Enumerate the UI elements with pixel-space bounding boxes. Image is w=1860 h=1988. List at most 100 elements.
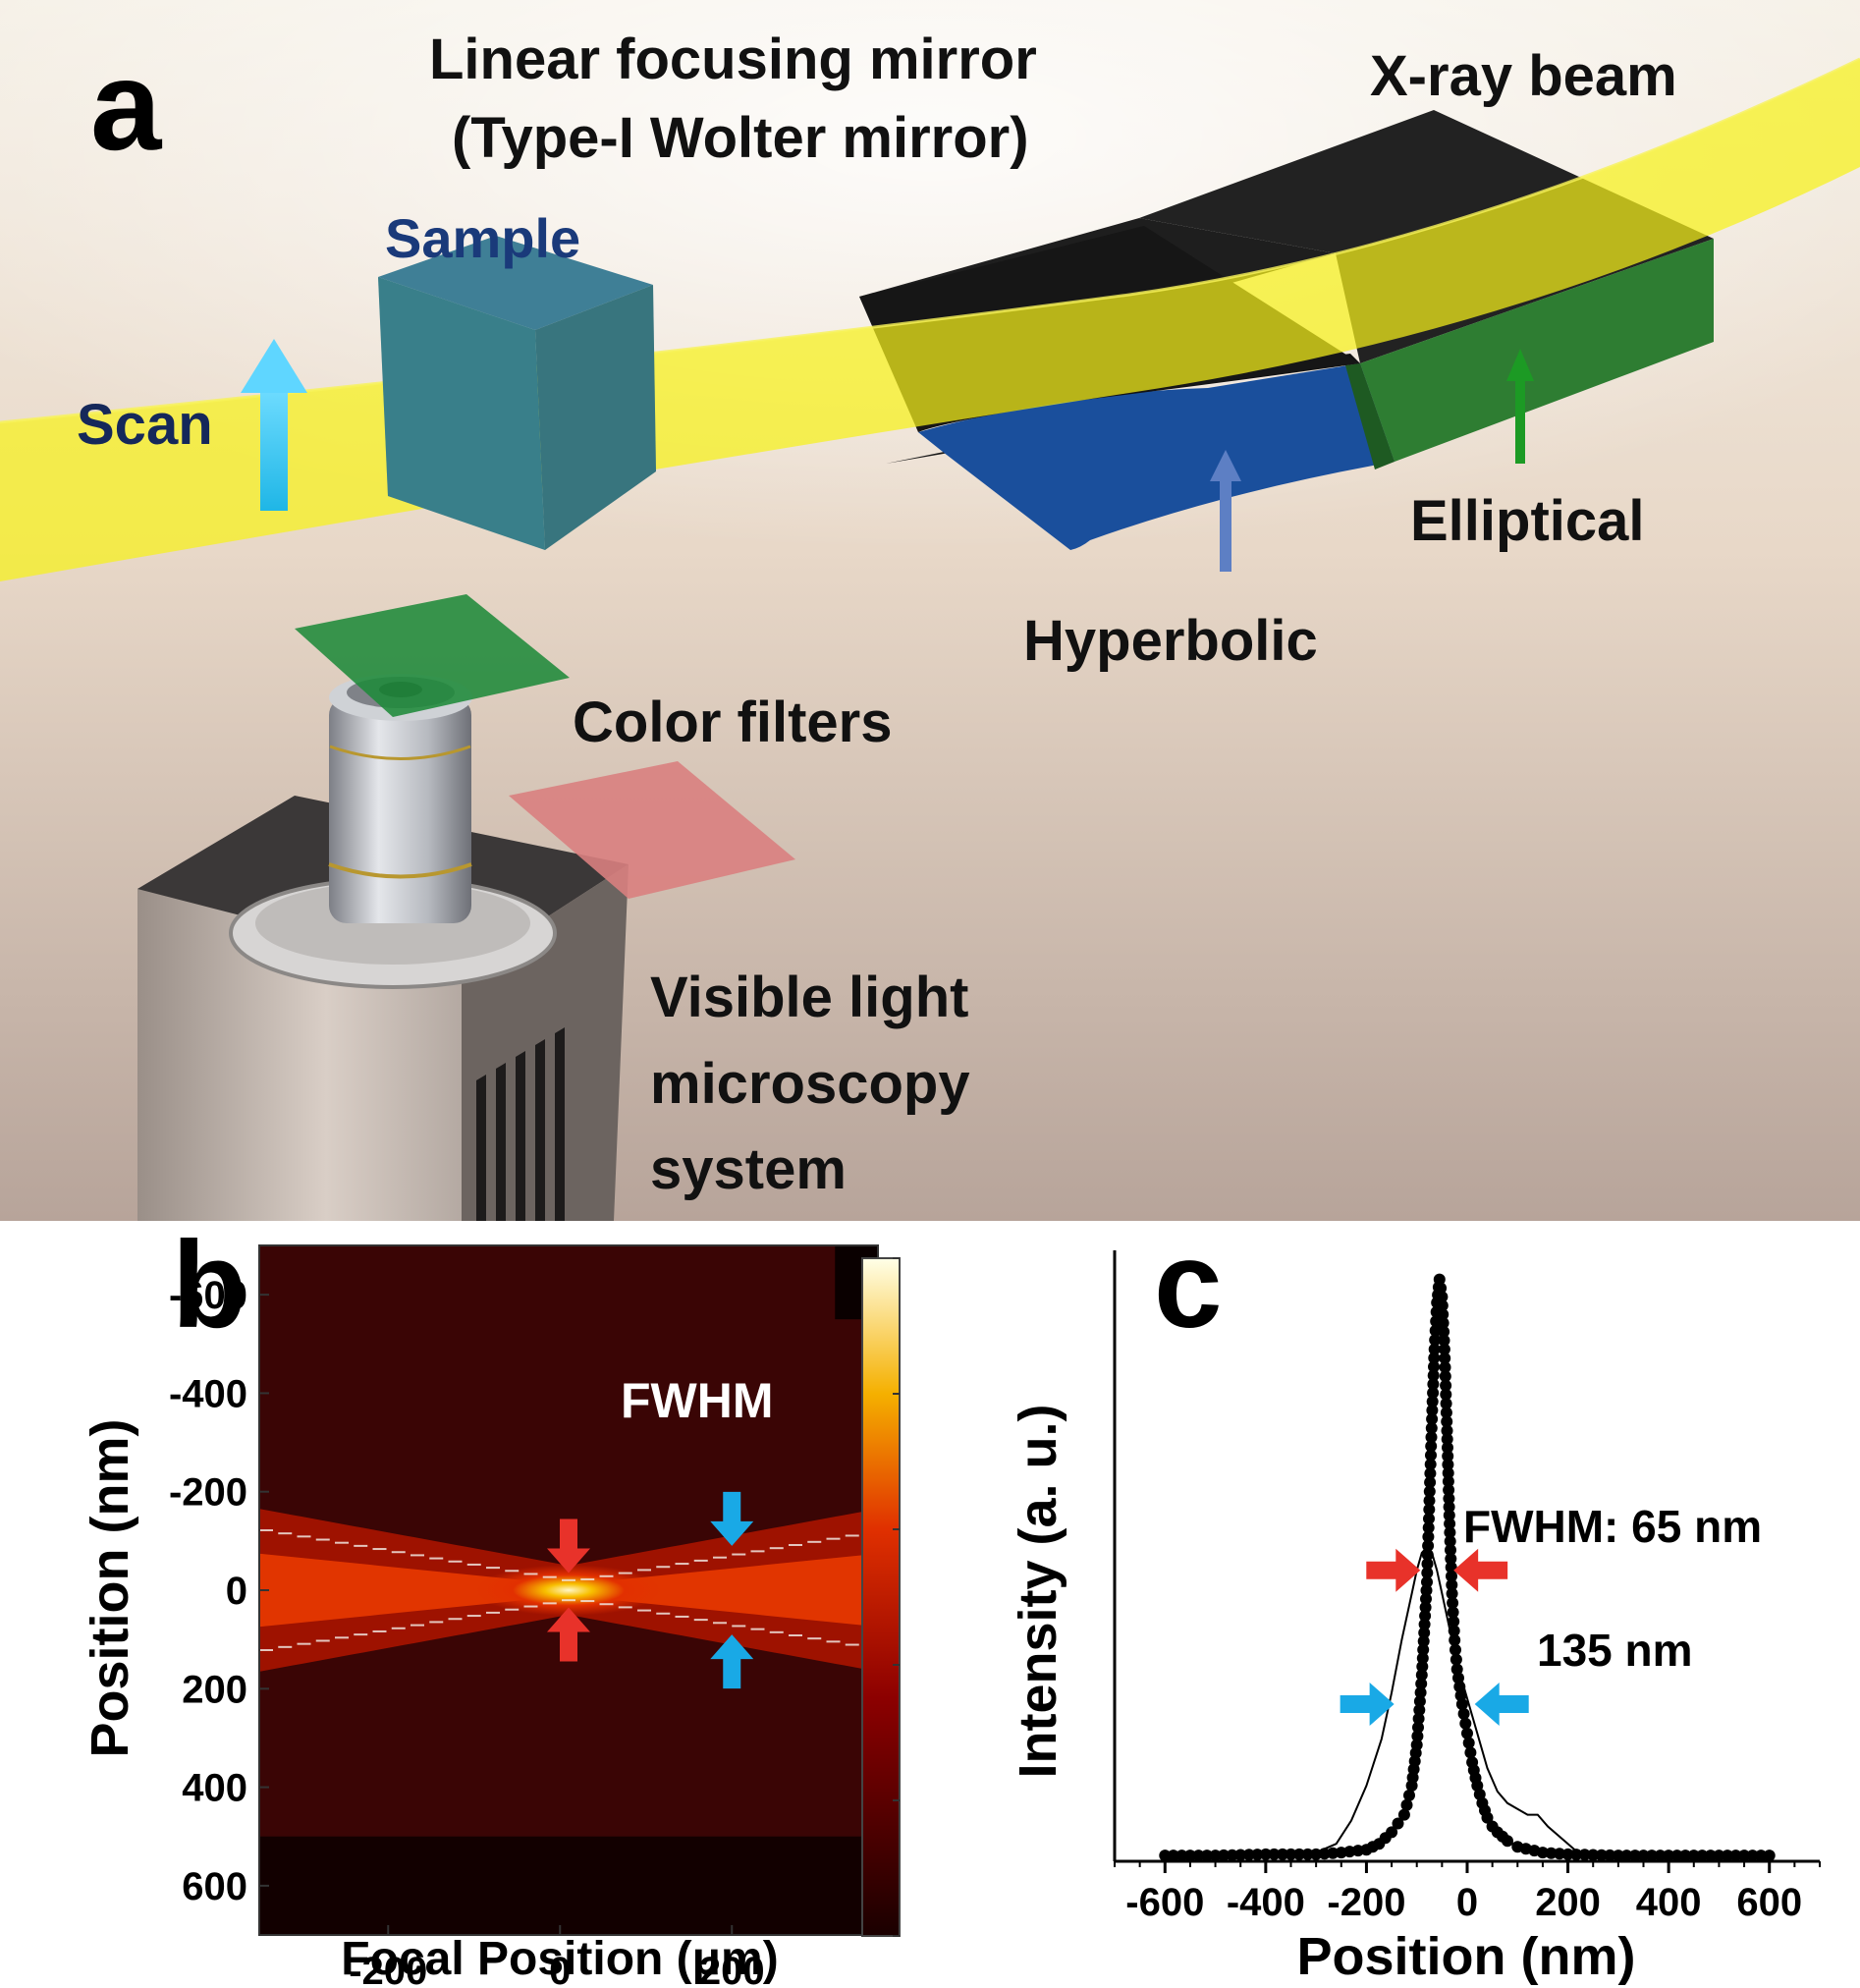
red-filter (509, 761, 795, 899)
series-marker (1440, 1379, 1452, 1392)
series-marker (1447, 1597, 1459, 1609)
series-marker (1439, 1361, 1451, 1374)
scan-label: Scan (77, 393, 213, 457)
series-marker (1415, 1669, 1428, 1682)
series-marker (1442, 1450, 1454, 1463)
b-xlabel: Focal Position (μm) (341, 1933, 778, 1985)
b-xtick-label: -200 (349, 1950, 427, 1988)
c-xtick-label: 600 (1736, 1881, 1802, 1924)
series-marker (1400, 1798, 1413, 1811)
series-marker (1443, 1509, 1455, 1521)
panel-b-letter: b (172, 1221, 246, 1353)
colorbar (861, 1257, 901, 1937)
c-xtick-label: 200 (1535, 1881, 1601, 1924)
series-marker (1424, 1458, 1437, 1470)
series-marker (1416, 1652, 1429, 1665)
series-marker (1414, 1686, 1427, 1699)
heatmap-dark-bottom (259, 1836, 878, 1935)
cyan-arrow-right (1474, 1683, 1529, 1727)
series-marker (1441, 1433, 1453, 1446)
series-marker (1426, 1396, 1439, 1408)
c-xtick-label: -400 (1227, 1881, 1305, 1924)
series-marker (1427, 1369, 1440, 1382)
focus-spot (475, 1565, 662, 1616)
b-ylabel: Position (nm) (81, 1419, 139, 1758)
fwhm-annotation: FWHM (621, 1373, 774, 1428)
series-marker (1440, 1407, 1452, 1419)
series-marker (1447, 1606, 1459, 1619)
series-marker (1536, 1847, 1549, 1859)
series-marker (1425, 1422, 1438, 1434)
series-marker (1435, 1282, 1448, 1295)
series-marker (1392, 1817, 1404, 1830)
series-marker (1443, 1492, 1455, 1505)
series-marker (1578, 1849, 1591, 1861)
b-ytick-label: 0 (226, 1570, 247, 1613)
series-marker (1418, 1618, 1431, 1630)
b-xtick-label: 0 (549, 1950, 571, 1988)
red-arrow-top (547, 1519, 590, 1574)
series-marker (1427, 1378, 1440, 1391)
series-marker (1327, 1847, 1340, 1859)
series-marker (1418, 1627, 1431, 1639)
series-marker (1421, 1575, 1433, 1588)
series-marker (1436, 1299, 1449, 1312)
series-marker (1438, 1343, 1450, 1355)
series-marker (1441, 1424, 1453, 1437)
c-xtick-label: 0 (1456, 1881, 1478, 1924)
scan-arrow (241, 339, 307, 511)
fwhm-135-label: 135 nm (1537, 1625, 1693, 1676)
sample-label: Sample (385, 207, 580, 269)
mirror-label-line1: Linear focusing mirror (429, 28, 1037, 91)
mirror-label-line2: (Type-I Wolter mirror) (452, 106, 1029, 170)
red-arrow-right (1453, 1548, 1508, 1592)
series-marker (1438, 1334, 1450, 1347)
panel-a-illustration: a Linear focusing mirror (Type-I Wolter … (0, 0, 1860, 1221)
series-marker (1440, 1388, 1452, 1401)
hyperbolic-arrow (1210, 450, 1241, 572)
series-marker (1446, 1578, 1458, 1591)
series-marker (1445, 1553, 1457, 1565)
series-marker (1461, 1727, 1473, 1740)
b-ytick-label: -400 (169, 1372, 247, 1415)
series-marker (1411, 1730, 1424, 1742)
series-marker (1403, 1789, 1415, 1801)
c-xtick-label: 400 (1636, 1881, 1702, 1924)
series-marker (1462, 1737, 1475, 1749)
series-marker (1444, 1518, 1456, 1530)
colorbar-ticks (893, 1257, 900, 1937)
microscope-label-line1: Visible light (650, 966, 968, 1029)
series-marker (1561, 1848, 1574, 1860)
series-marker (1397, 1808, 1410, 1821)
b-ytick-label: 600 (182, 1865, 247, 1908)
series-marker (1459, 1717, 1472, 1730)
series-marker (1442, 1441, 1453, 1454)
series-marker (1423, 1494, 1436, 1507)
series-marker (1437, 1317, 1450, 1329)
series-marker (1427, 1387, 1440, 1400)
series-marker (1421, 1567, 1434, 1579)
beam-label: X-ray beam (1370, 44, 1677, 108)
series-marker (1444, 1526, 1456, 1539)
series-marker (1428, 1343, 1441, 1355)
series-marker (1417, 1643, 1430, 1656)
series-marker (1386, 1826, 1398, 1839)
series-marker (1419, 1601, 1432, 1614)
series-marker (1416, 1660, 1429, 1673)
series-marker (1433, 1273, 1446, 1286)
series-marker (1450, 1643, 1461, 1656)
series-marker (1446, 1570, 1457, 1582)
series-marker (1301, 1848, 1314, 1860)
series-marker (1443, 1501, 1455, 1514)
series-marker (1440, 1398, 1452, 1409)
b-ytick-label: 200 (182, 1668, 247, 1711)
series-marker (1428, 1360, 1440, 1373)
series-marker (1413, 1695, 1426, 1708)
series-marker (1417, 1635, 1430, 1647)
microscope-label-line2: microscopy (650, 1052, 970, 1116)
series-marker (1443, 1484, 1455, 1496)
series-marker (1554, 1848, 1565, 1860)
series-line-thin (1165, 1545, 1770, 1857)
